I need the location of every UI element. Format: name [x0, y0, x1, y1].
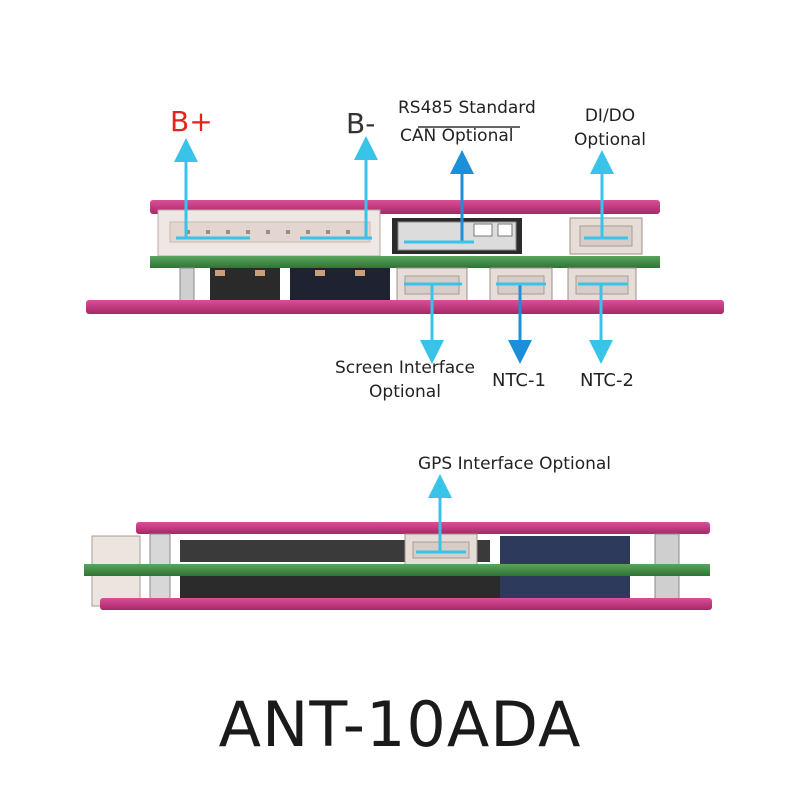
rs485-can-connector — [397, 221, 517, 251]
ntc1-label: NTC-1 — [492, 370, 546, 391]
bottom-case-plate — [86, 300, 724, 314]
top-board-view — [86, 200, 724, 314]
di-do-optional-label: Optional — [574, 130, 646, 150]
callout-arrows — [174, 136, 628, 554]
b-minus-label: B- — [346, 107, 376, 140]
model-title: ANT-10ADA — [218, 688, 582, 761]
gps-label: GPS Interface Optional — [418, 454, 612, 474]
screen-interface-label: Screen Interface — [335, 358, 475, 378]
can-label: CAN Optional — [400, 126, 514, 146]
top-pcb — [150, 256, 660, 268]
b-plus-label: B+ — [170, 105, 213, 138]
bottom-pcb — [84, 564, 710, 576]
rs485-label: RS485 Standard — [398, 98, 536, 118]
di-do-label: DI/DO — [584, 106, 636, 126]
bottom-board-view — [84, 522, 712, 610]
ntc2-label: NTC-2 — [580, 370, 634, 391]
screen-optional-label: Optional — [369, 382, 441, 402]
